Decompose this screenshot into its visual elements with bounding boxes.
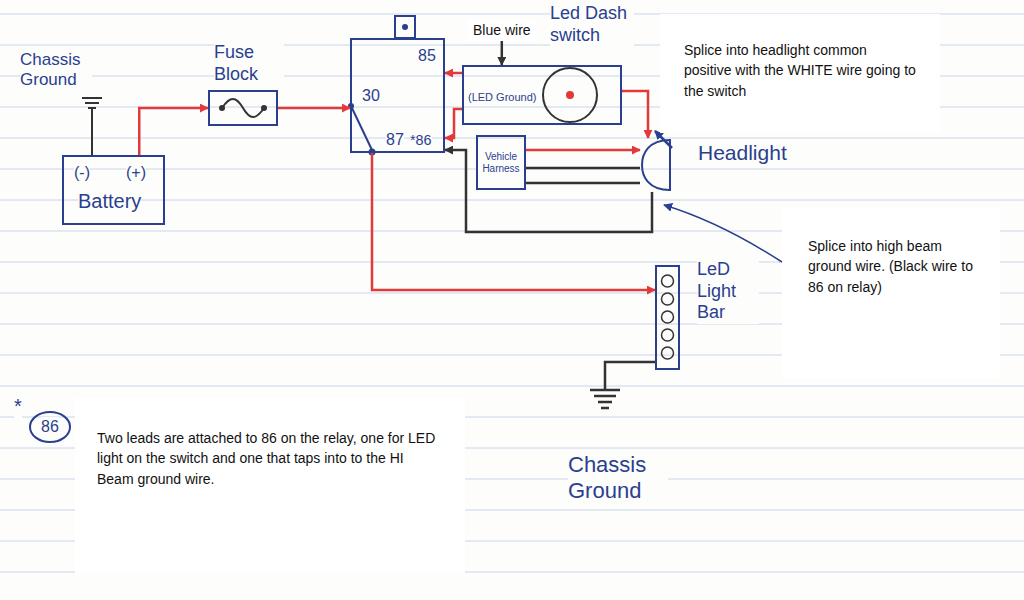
wire [526, 182, 640, 185]
wire [445, 109, 462, 138]
part-name: Vehicle Harness [478, 151, 524, 175]
shape-outline [640, 138, 672, 192]
wire [622, 91, 648, 138]
pointer-arrow [501, 41, 504, 65]
note-box: Two leads are attached to 86 on the rela… [75, 398, 465, 573]
relay-box: 30 85 87 *86 [350, 38, 445, 153]
ground-label: Chassis Ground [20, 50, 92, 91]
note-text: Splice into high beam ground wire. (Blac… [808, 236, 974, 297]
pin-label: 85 [418, 46, 436, 65]
switch-knob [543, 68, 597, 122]
part-name: Battery [78, 189, 141, 213]
pin-label: 87 [386, 130, 404, 149]
pin-label: *86 [410, 132, 432, 149]
light-bar: LeD Light Bar [655, 265, 680, 370]
fuse-symbol [219, 99, 267, 117]
note-text: Splice into headlight common positive wi… [684, 40, 916, 101]
note-text: Two leads are attached to 86 on the rela… [97, 428, 443, 489]
leader-arrow [664, 205, 782, 262]
wire [139, 108, 208, 155]
switch-box: Led Dash switch(LED Ground) [462, 65, 622, 125]
pin-label: 30 [362, 86, 380, 105]
ruled-lines [0, 14, 1024, 572]
terminal-label: (-) [74, 163, 90, 182]
note-box: Splice into high beam ground wire. (Blac… [782, 208, 1000, 378]
ground-symbol [590, 362, 655, 408]
callout-star: * [14, 394, 22, 418]
terminal-label: (+) [126, 163, 146, 182]
part-name: Headlight [698, 140, 787, 165]
wire [526, 149, 640, 152]
callout-number: 86 [41, 417, 59, 436]
light-bar-leds [662, 275, 674, 359]
part-name: LeD Light Bar [697, 259, 759, 324]
part-name: Fuse Block [214, 42, 284, 85]
part-name: Led Dash switch [550, 3, 634, 46]
note-box: Splice into headlight common positive wi… [660, 14, 940, 133]
battery-box: (-) (+) Battery [62, 155, 165, 225]
headlight: Headlight [640, 138, 672, 192]
relay-contacts [348, 16, 415, 156]
callout-circle-outline [30, 412, 70, 442]
wire [278, 107, 350, 110]
fuse-block: Fuse Block [208, 90, 278, 126]
wire [526, 167, 640, 170]
callout-circle: 86 [28, 410, 72, 444]
wire-callout: Blue wire [468, 20, 536, 41]
ground-label: Chassis Ground [568, 452, 668, 505]
pin-label: (LED Ground) [468, 91, 536, 104]
wire-name: Blue wire [473, 22, 531, 39]
harness-box: Vehicle Harness [476, 135, 526, 190]
wire [445, 72, 462, 75]
headlight-outline [642, 140, 670, 190]
ground-symbol [82, 98, 102, 155]
